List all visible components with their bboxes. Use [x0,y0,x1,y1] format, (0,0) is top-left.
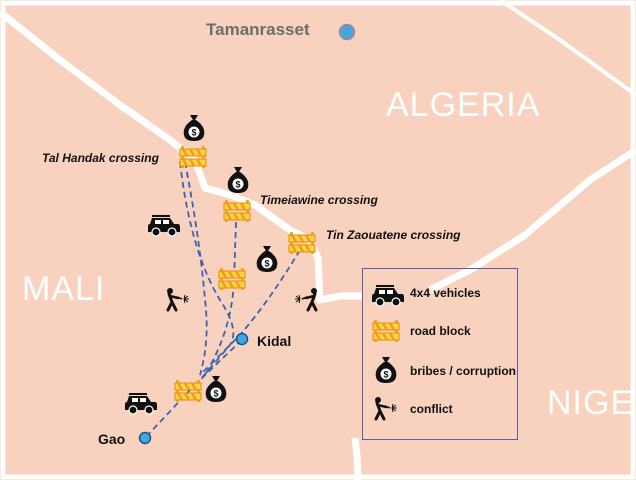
country-label-mali: MALI [22,270,106,308]
city-label-gao: Gao [98,431,126,447]
city-dot-kidal [235,332,249,346]
legend-label-road-block: road block [410,324,471,338]
border-algeria-niger [428,147,636,294]
crossing-label-timeiawine: Timeiawine crossing [260,193,378,207]
legend-label-vehicles: 4x4 vehicles [410,286,481,300]
city-label-tamanrasset: Tamanrasset [206,20,310,39]
legend-label-bribes: bribes / corruption [410,364,517,378]
city-label-kidal: Kidal [257,333,292,349]
legend-label-conflict: conflict [410,402,453,416]
legend [362,268,518,440]
city-dot-tamanrasset [338,23,356,41]
crossing-label-tal-handak: Tal Handak crossing [42,151,159,165]
country-label-algeria: ALGERIA [386,86,541,124]
city-dot-gao [138,431,152,445]
border-algeria-mali [0,9,362,304]
route-tal-handak-branch [179,161,235,381]
crossing-label-tin-zaouatene: Tin Zaouatene crossing [326,228,461,242]
border-top-right [498,0,636,97]
route-tal-handak [184,161,208,376]
country-label-niger: NIGER [547,384,636,422]
border-mali-niger [351,437,362,480]
